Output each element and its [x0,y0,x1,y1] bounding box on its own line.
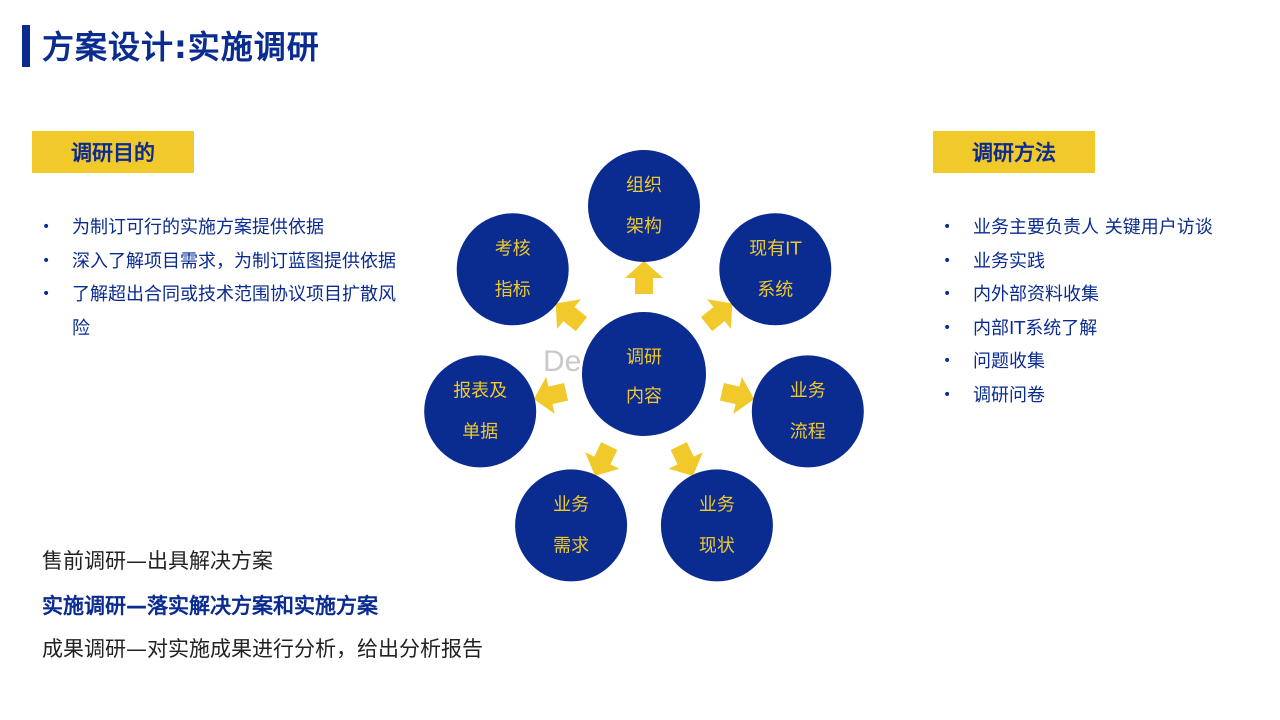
arrow-to-business-needs [585,442,620,476]
node-label-line2: 需求 [553,535,589,556]
center-label-line2: 内容 [626,386,662,407]
implementation-research-line: 实施调研—落实解决方案和实施方案 [42,594,378,618]
diagram-arrows [533,261,755,476]
node-circle [719,213,832,326]
center-circle [582,312,706,436]
arrow-to-business-status [668,442,703,476]
purpose-item: 了解超出合同或技术范围协议项目扩散风 [42,278,422,312]
center-node: 调研 内容 [582,312,706,436]
node-label-line2: 现状 [699,535,735,556]
method-item: 问题收集 [943,345,1263,379]
research-method-list: 业务主要负责人 关键用户访谈 业务实践 内外部资料收集 内部IT系统了解 问题收… [943,211,1263,412]
purpose-item-continuation: 险 [72,317,90,339]
purpose-item: 为制订可行的实施方案提供依据 [42,211,422,245]
research-purpose-tag: 调研目的 [32,131,194,173]
node-circle [456,213,569,326]
center-label-line1: 调研 [626,347,662,368]
research-method-tag: 调研方法 [933,131,1095,173]
method-item: 内部IT系统了解 [943,312,1263,346]
node-label-line2: 流程 [790,421,826,442]
arrow-to-reports-documents [533,376,569,414]
watermark-text: De [543,345,581,378]
node-circle [424,355,537,468]
method-item: 业务主要负责人 关键用户访谈 [943,211,1263,245]
method-item: 内外部资料收集 [943,278,1263,312]
title-accent-bar [22,25,30,67]
node-existing-it-systems: 现有IT 系统 [719,213,832,326]
node-label-line1: 考核 [495,238,531,259]
method-item: 业务实践 [943,245,1263,279]
arrow-to-existing-it-systems [700,299,733,332]
node-label-line2: 单据 [462,421,498,442]
node-label-line2: 架构 [626,216,662,237]
purpose-item: 深入了解项目需求，为制订蓝图提供依据 [42,245,422,279]
arrow-to-business-process [719,376,755,414]
node-label-line1: 现有IT [749,238,802,259]
node-label-line1: 业务 [553,494,589,515]
arrow-to-kpi-assessment [555,299,588,332]
node-label-line1: 报表及 [453,380,507,401]
node-circle [660,469,773,582]
page-title: 方案设计:实施调研 [42,28,320,66]
method-item: 调研问卷 [943,379,1263,413]
node-label-line1: 业务 [790,380,826,401]
node-label-line2: 指标 [495,279,531,300]
node-label-line1: 业务 [699,494,735,515]
presales-research-line: 售前调研—出具解决方案 [42,549,273,573]
node-label-line2: 系统 [757,279,793,300]
node-circle [588,150,700,262]
arrow-to-org-structure [625,261,663,294]
node-circle [751,355,864,468]
result-research-line: 成果调研—对实施成果进行分析，给出分析报告 [42,637,483,661]
research-purpose-list: 为制订可行的实施方案提供依据 深入了解项目需求，为制订蓝图提供依据 了解超出合同… [42,211,422,345]
node-circle [515,469,628,582]
node-label-line1: 组织 [626,175,662,196]
